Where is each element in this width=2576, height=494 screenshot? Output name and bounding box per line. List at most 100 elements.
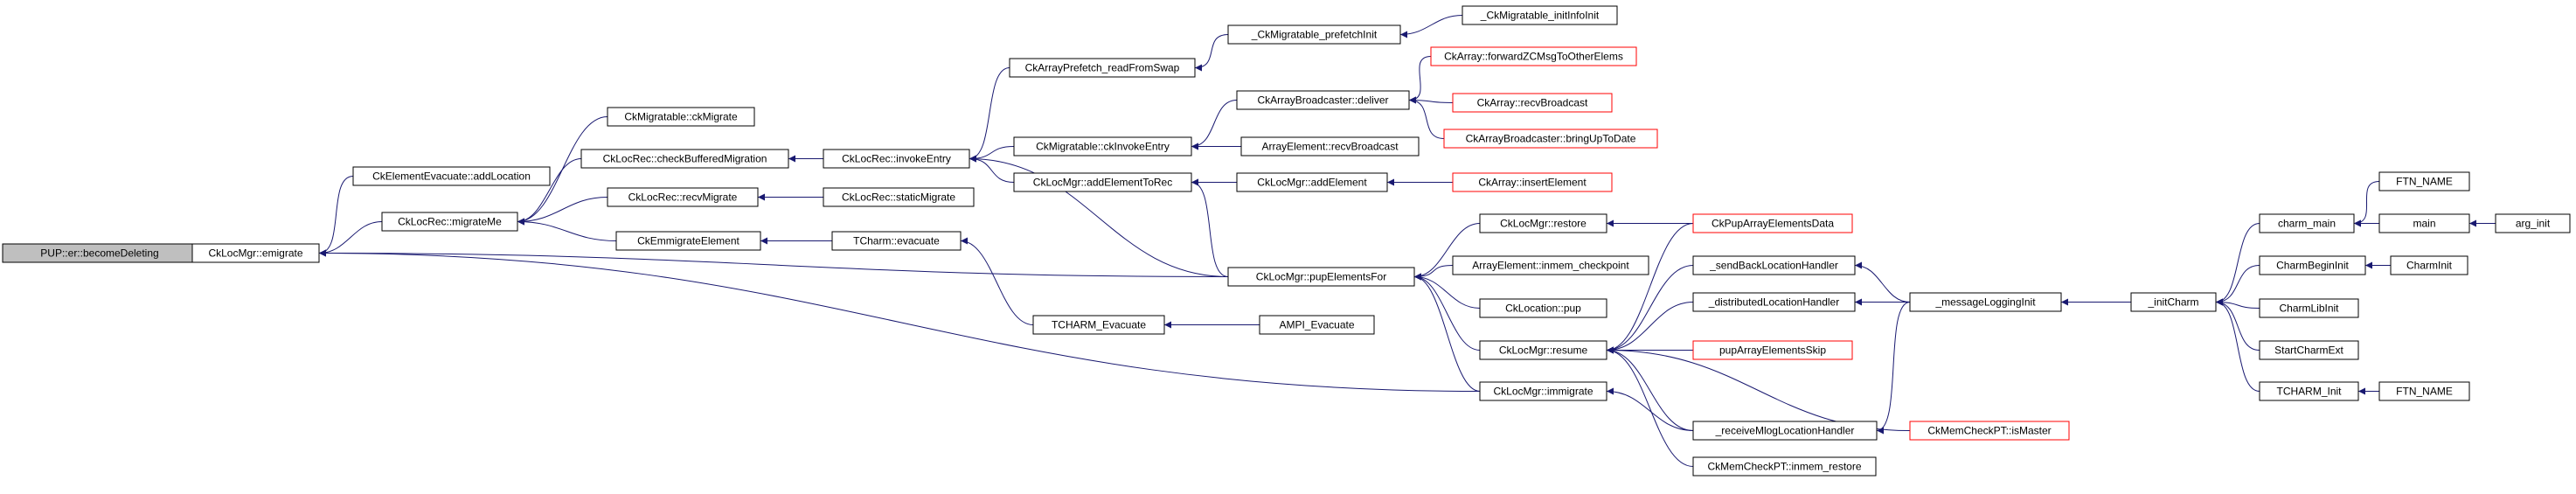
node-emigrate[interactable]: CkLocMgr::emigrate: [191, 243, 320, 263]
node-pupArrayElementsSkip[interactable]: pupArrayElementsSkip: [1692, 340, 1853, 360]
node-restore[interactable]: CkLocMgr::restore: [1479, 213, 1607, 233]
node-box-charmMain[interactable]: [2259, 213, 2355, 233]
node-box-argInit[interactable]: [2495, 213, 2571, 233]
node-box-immigrate[interactable]: [1479, 381, 1607, 401]
node-box-emmigrateElement[interactable]: [615, 231, 761, 251]
node-label-migrateMe: CkLocRec::migrateMe: [398, 216, 502, 228]
node-charmBeginInit[interactable]: CharmBeginInit: [2259, 255, 2366, 275]
node-box-bringUpToDate[interactable]: [1443, 129, 1658, 149]
node-charmMain[interactable]: charm_main: [2259, 213, 2355, 233]
node-box-startCharmExt[interactable]: [2259, 340, 2359, 360]
node-inmemCheckpoint[interactable]: ArrayElement::inmem_checkpoint: [1452, 255, 1649, 275]
node-ckInvokeEntry[interactable]: CkMigratable::ckInvokeEntry: [1013, 136, 1192, 157]
node-box-initInfoInit[interactable]: [1462, 5, 1618, 25]
node-box-prefetchRead[interactable]: [1009, 58, 1196, 78]
node-initInfoInit[interactable]: _CkMigratable_initInfoInit: [1462, 5, 1618, 25]
node-box-TCHARM_Evacuate[interactable]: [1032, 315, 1165, 335]
node-box-tcharmEvacuate[interactable]: [831, 231, 962, 251]
node-recvBroadcastArr[interactable]: CkArray::recvBroadcast: [1452, 93, 1613, 113]
node-distributedLocation[interactable]: _distributedLocationHandler: [1692, 292, 1856, 312]
node-box-isMaster[interactable]: [1909, 421, 2070, 441]
node-box-ftnName2[interactable]: [2378, 381, 2470, 401]
node-prefetchInit[interactable]: _CkMigratable_prefetchInit: [1227, 24, 1401, 45]
node-TCHARM_Evacuate[interactable]: TCHARM_Evacuate: [1032, 315, 1165, 335]
node-AMPI_Evacuate[interactable]: AMPI_Evacuate: [1259, 315, 1375, 335]
node-emmigrateElement[interactable]: CkEmmigrateElement: [615, 231, 761, 251]
node-box-forwardZC[interactable]: [1430, 46, 1637, 66]
node-box-checkBuffered[interactable]: [580, 149, 789, 169]
node-invokeEntry[interactable]: CkLocRec::invokeEntry: [823, 149, 970, 169]
node-migrateMe[interactable]: CkLocRec::migrateMe: [381, 212, 518, 232]
node-box-receiveMlog[interactable]: [1692, 421, 1878, 441]
node-insertElement[interactable]: CkArray::insertElement: [1452, 172, 1613, 192]
node-prefetchRead[interactable]: CkArrayPrefetch_readFromSwap: [1009, 58, 1196, 78]
node-ftnName2[interactable]: FTN_NAME: [2378, 381, 2470, 401]
node-box-sendBackLocation[interactable]: [1692, 255, 1856, 275]
node-box-addLocation[interactable]: [352, 166, 551, 186]
node-box-ftnName1[interactable]: [2378, 171, 2470, 191]
node-box-pupArrayElementsData[interactable]: [1692, 213, 1853, 233]
node-charmLibInit[interactable]: CharmLibInit: [2259, 298, 2359, 318]
node-box-staticMigrate[interactable]: [823, 187, 975, 207]
node-addLocation[interactable]: CkElementEvacuate::addLocation: [352, 166, 551, 186]
node-box-pupElementsFor[interactable]: [1227, 267, 1415, 287]
node-resume[interactable]: CkLocMgr::resume: [1479, 340, 1607, 360]
node-bringUpToDate[interactable]: CkArrayBroadcaster::bringUpToDate: [1443, 129, 1658, 149]
node-root[interactable]: PUP::er::becomeDeleting: [2, 243, 198, 263]
node-box-recvBroadcastArr[interactable]: [1452, 93, 1613, 113]
node-receiveMlog[interactable]: _receiveMlogLocationHandler: [1692, 421, 1878, 441]
node-box-locationPup[interactable]: [1479, 298, 1607, 318]
node-deliver[interactable]: CkArrayBroadcaster::deliver: [1236, 90, 1410, 110]
node-box-charmInit[interactable]: [2390, 255, 2468, 275]
node-inmemRestore[interactable]: CkMemCheckPT::inmem_restore: [1692, 456, 1877, 477]
node-messageLogging[interactable]: _messageLoggingInit: [1909, 292, 2062, 312]
node-box-distributedLocation[interactable]: [1692, 292, 1856, 312]
node-box-restore[interactable]: [1479, 213, 1607, 233]
node-immigrate[interactable]: CkLocMgr::immigrate: [1479, 381, 1607, 401]
node-box-prefetchInit[interactable]: [1227, 24, 1401, 45]
node-box-deliver[interactable]: [1236, 90, 1410, 110]
node-box-emigrate[interactable]: [191, 243, 320, 263]
node-box-resume[interactable]: [1479, 340, 1607, 360]
node-box-addElement[interactable]: [1236, 172, 1388, 192]
node-ftnName1[interactable]: FTN_NAME: [2378, 171, 2470, 191]
node-forwardZC[interactable]: CkArray::forwardZCMsgToOtherElems: [1430, 46, 1637, 66]
node-box-messageLogging[interactable]: [1909, 292, 2062, 312]
node-box-elemRecvBroadcast[interactable]: [1240, 136, 1420, 157]
node-initCharm[interactable]: _initCharm: [2130, 292, 2217, 312]
node-box-ckInvokeEntry[interactable]: [1013, 136, 1192, 157]
node-pupElementsFor[interactable]: CkLocMgr::pupElementsFor: [1227, 267, 1415, 287]
node-box-invokeEntry[interactable]: [823, 149, 970, 169]
node-charmInit[interactable]: CharmInit: [2390, 255, 2468, 275]
node-pupArrayElementsData[interactable]: CkPupArrayElementsData: [1692, 213, 1853, 233]
node-box-addElementToRec[interactable]: [1013, 172, 1192, 192]
node-locationPup[interactable]: CkLocation::pup: [1479, 298, 1607, 318]
node-box-charmLibInit[interactable]: [2259, 298, 2359, 318]
node-checkBuffered[interactable]: CkLocRec::checkBufferedMigration: [580, 149, 789, 169]
node-elemRecvBroadcast[interactable]: ArrayElement::recvBroadcast: [1240, 136, 1420, 157]
node-box-AMPI_Evacuate[interactable]: [1259, 315, 1375, 335]
node-addElement[interactable]: CkLocMgr::addElement: [1236, 172, 1388, 192]
node-box-initCharm[interactable]: [2130, 292, 2217, 312]
node-argInit[interactable]: arg_init: [2495, 213, 2571, 233]
node-tcharmInit[interactable]: TCHARM_Init: [2259, 381, 2359, 401]
node-box-pupArrayElementsSkip[interactable]: [1692, 340, 1853, 360]
node-box-inmemCheckpoint[interactable]: [1452, 255, 1649, 275]
node-box-ckMigrate[interactable]: [607, 107, 755, 127]
node-startCharmExt[interactable]: StartCharmExt: [2259, 340, 2359, 360]
node-tcharmEvacuate[interactable]: TCharm::evacuate: [831, 231, 962, 251]
node-recvMigrate[interactable]: CkLocRec::recvMigrate: [607, 187, 759, 207]
node-box-charmBeginInit[interactable]: [2259, 255, 2366, 275]
node-main[interactable]: main: [2378, 213, 2470, 233]
node-isMaster[interactable]: CkMemCheckPT::isMaster: [1909, 421, 2070, 441]
node-staticMigrate[interactable]: CkLocRec::staticMigrate: [823, 187, 975, 207]
node-box-recvMigrate[interactable]: [607, 187, 759, 207]
node-ckMigrate[interactable]: CkMigratable::ckMigrate: [607, 107, 755, 127]
node-box-inmemRestore[interactable]: [1692, 456, 1877, 477]
node-box-migrateMe[interactable]: [381, 212, 518, 232]
node-box-tcharmInit[interactable]: [2259, 381, 2359, 401]
node-box-main[interactable]: [2378, 213, 2470, 233]
node-box-insertElement[interactable]: [1452, 172, 1613, 192]
node-sendBackLocation[interactable]: _sendBackLocationHandler: [1692, 255, 1856, 275]
node-addElementToRec[interactable]: CkLocMgr::addElementToRec: [1013, 172, 1192, 192]
